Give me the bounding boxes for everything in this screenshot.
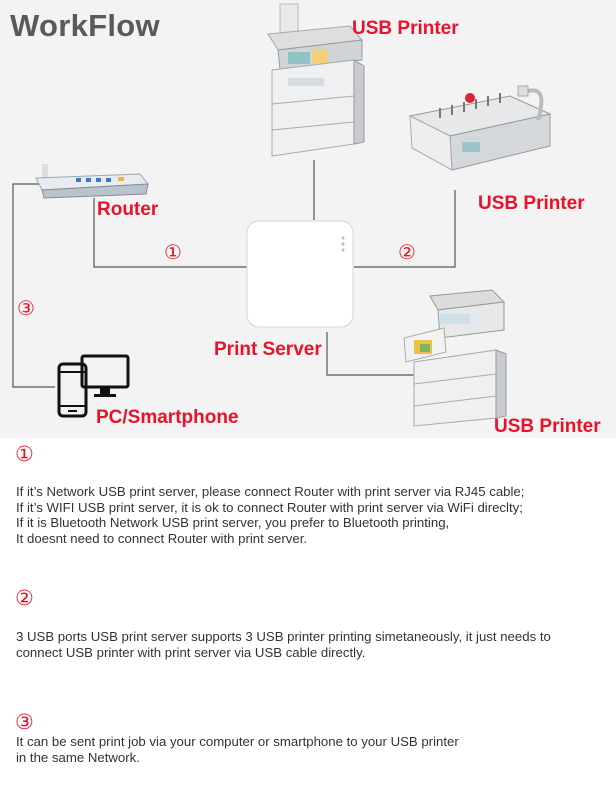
label-pc-smartphone: PC/Smartphone [96, 407, 239, 428]
label-print-server: Print Server [214, 339, 322, 360]
marker-1: ① [164, 242, 182, 264]
note-1-line-4: It doesnt need to connect Router with pr… [16, 530, 308, 546]
note-1-line-3: If it is Bluetooth Network USB print ser… [16, 515, 450, 530]
notes-section: ① If it’s Network USB print server, plea… [0, 438, 616, 800]
note-3-line-1: It can be sent print job via your comput… [16, 734, 459, 749]
note-3-marker: ③ [15, 711, 34, 734]
printer-icon [267, 3, 365, 157]
marker-2: ② [398, 242, 416, 264]
note-2-line-2: connect USB printer with print server vi… [16, 644, 366, 660]
marker-3: ③ [17, 298, 35, 320]
connector-server-printer-right [354, 190, 456, 268]
label-usb-printer-right: USB Printer [478, 193, 585, 214]
copier-icon [403, 289, 507, 427]
label-usb-printer-top: USB Printer [352, 18, 459, 39]
binding-machine-icon [408, 85, 552, 171]
connector-router-pc [12, 183, 55, 388]
label-usb-printer-bottom: USB Printer [494, 416, 601, 437]
monitor-icon [80, 354, 130, 397]
label-router: Router [97, 199, 159, 220]
note-2-marker: ② [15, 587, 34, 610]
workflow-diagram: WorkFlow [0, 0, 616, 438]
connector-lines [12, 160, 456, 388]
note-2-text: 3 USB ports USB print server supports 3 … [16, 629, 612, 660]
page-title: WorkFlow [10, 8, 160, 43]
note-1-line-2: If it’s WIFI USB print server, it is ok … [16, 499, 523, 515]
note-1-marker: ① [15, 443, 34, 466]
print-server-icon [246, 220, 354, 328]
note-1-text: If it’s Network USB print server, please… [16, 484, 612, 546]
note-3-text: It can be sent print job via your comput… [16, 734, 612, 765]
note-3-line-2: in the same Network. [16, 749, 140, 765]
connector-router-server [93, 198, 248, 268]
note-2-line-1: 3 USB ports USB print server supports 3 … [16, 629, 551, 644]
connector-server-printer-bottom [326, 332, 420, 376]
note-1-line-1: If it’s Network USB print server, please… [16, 484, 525, 499]
router-icon [35, 164, 149, 199]
